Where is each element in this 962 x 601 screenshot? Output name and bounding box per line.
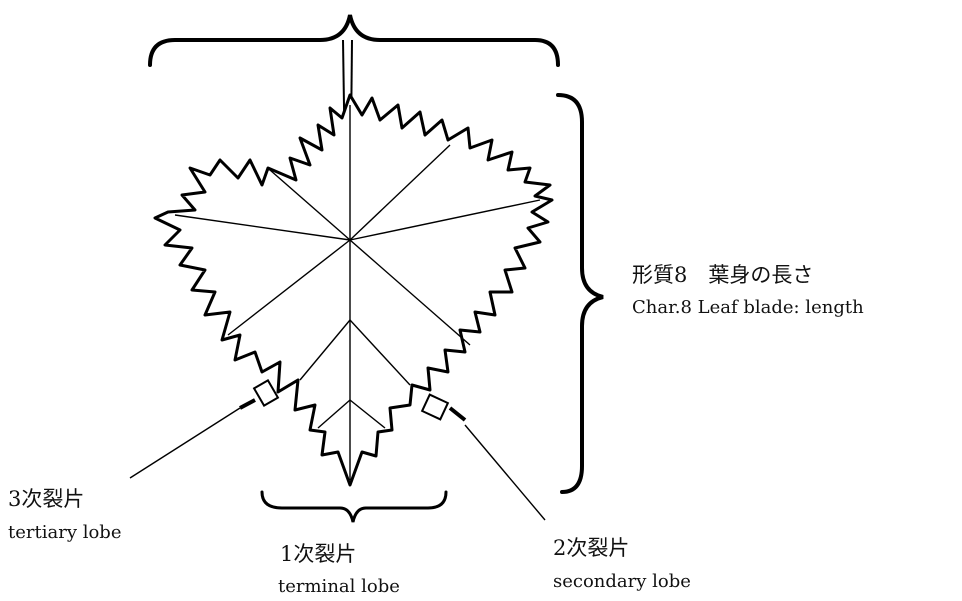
leaf-veins bbox=[174, 105, 541, 480]
tertiary-lobe-marker bbox=[129, 378, 280, 479]
blade-length-label-jp: 形質8 葉身の長さ bbox=[632, 263, 814, 287]
terminal-lobe-brace bbox=[260, 490, 448, 523]
width-brace bbox=[148, 14, 560, 67]
terminal-lobe-label-jp: 1次裂片 bbox=[280, 542, 357, 566]
leaf-blade bbox=[153, 93, 554, 487]
tertiary-lobe-label-en: tertiary lobe bbox=[8, 522, 122, 543]
tertiary-lobe-label-jp: 3次裂片 bbox=[8, 487, 85, 511]
terminal-lobe-label-en: terminal lobe bbox=[278, 576, 400, 597]
blade-length-label-en: Char.8 Leaf blade: length bbox=[632, 297, 864, 318]
length-brace bbox=[556, 93, 604, 494]
secondary-lobe-marker bbox=[420, 393, 546, 521]
secondary-lobe-label-jp: 2次裂片 bbox=[553, 536, 630, 560]
secondary-lobe-label-en: secondary lobe bbox=[553, 571, 691, 592]
